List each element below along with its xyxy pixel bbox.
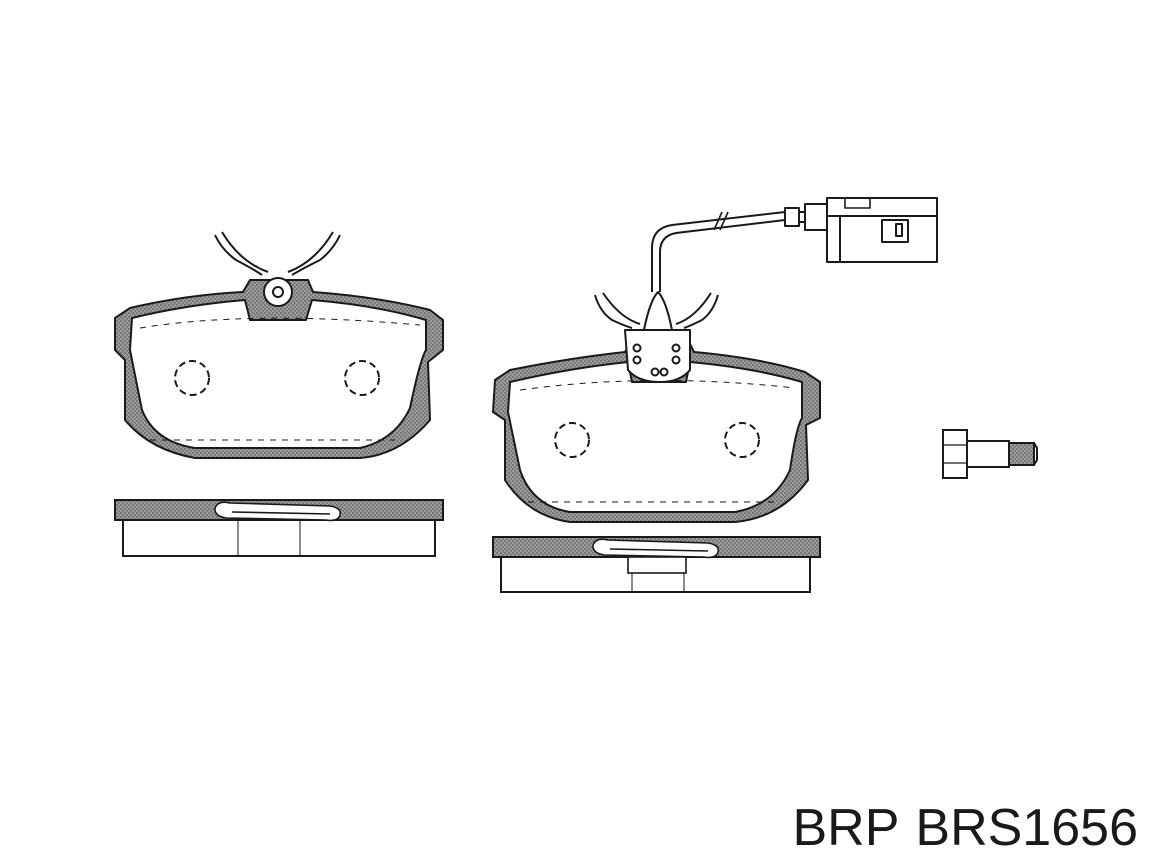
sensor-housing xyxy=(624,329,691,383)
right-pad-friction-face xyxy=(507,361,803,513)
left-side-clip xyxy=(214,501,342,522)
mounting-bolt xyxy=(942,429,1038,479)
right-pad-spring-clip xyxy=(594,292,719,329)
brake-pad-left-side-view xyxy=(114,499,444,557)
left-pad-friction-face xyxy=(129,299,427,449)
wear-sensor-cable xyxy=(651,197,938,292)
brake-pad-right-side-view xyxy=(492,536,821,593)
part-caption: BRP BRS1656 xyxy=(792,798,1138,858)
brake-pad-left-front-view xyxy=(114,231,444,459)
brake-pad-right-front-view xyxy=(492,291,821,523)
right-side-clip xyxy=(592,538,720,559)
left-pad-spring-clip xyxy=(214,231,341,276)
brand-label: BRP xyxy=(792,799,900,857)
wear-sensor-connector xyxy=(784,197,938,263)
part-number-label: BRS1656 xyxy=(915,799,1138,857)
